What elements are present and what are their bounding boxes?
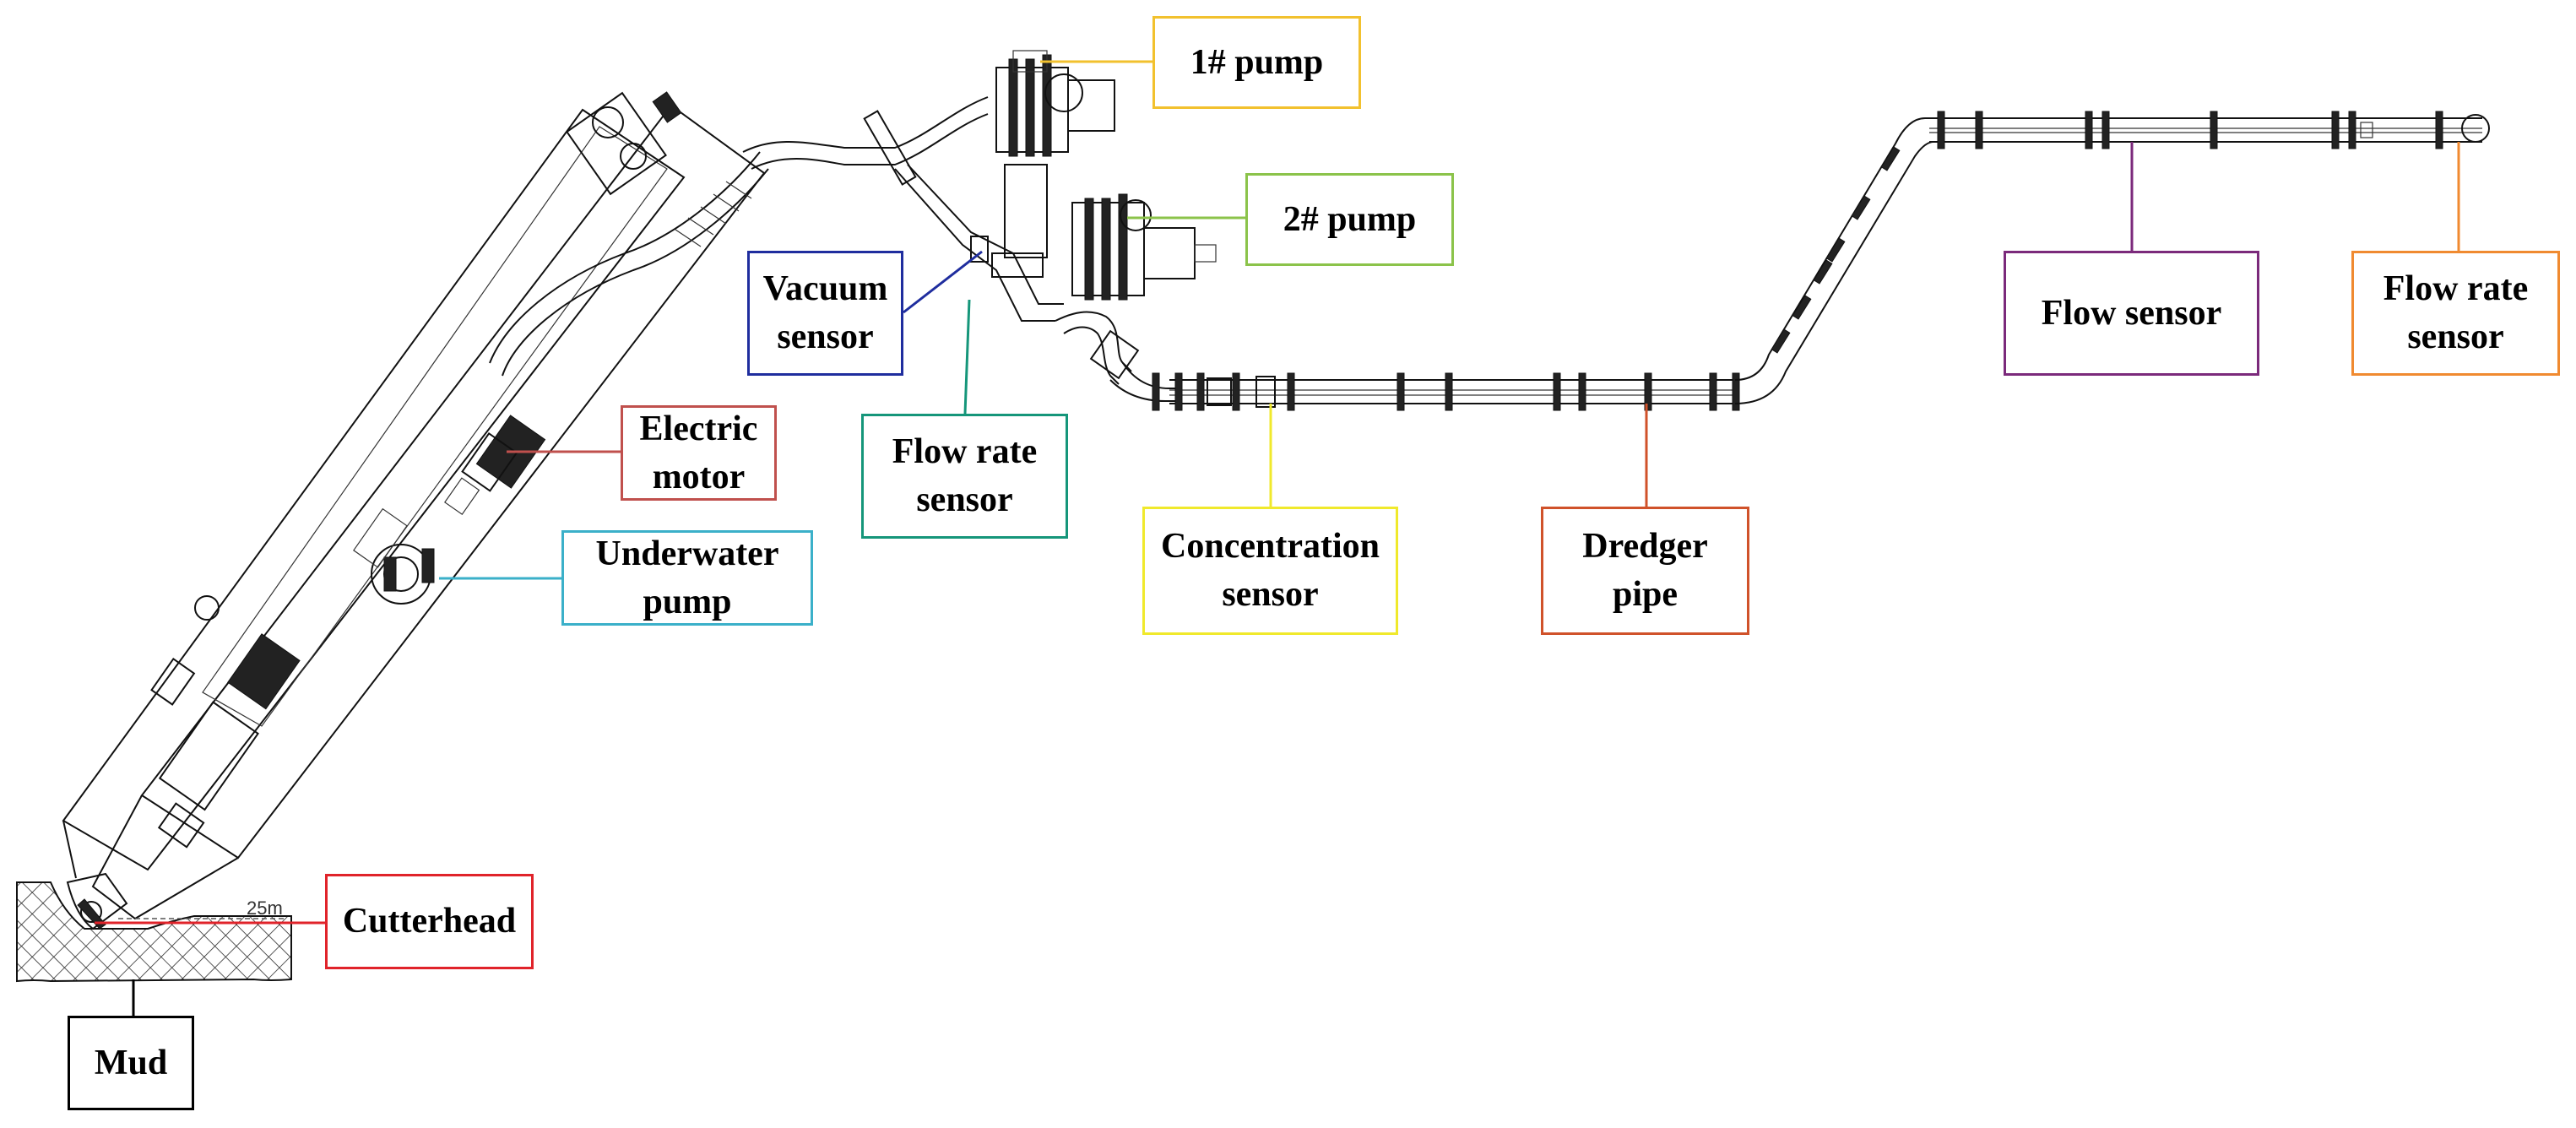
label-line: Underwater	[595, 534, 779, 573]
underwater-pump-label: Underwater pump	[561, 530, 813, 626]
concentration-sensor-label-text: Concentration sensor	[1161, 523, 1380, 619]
pump2-label: 2# pump	[1245, 173, 1454, 266]
gearbox-top	[566, 91, 682, 196]
underwater-pump-drawing	[353, 507, 435, 605]
label-line: Flow rate	[892, 432, 1038, 471]
dredger-pipe-horizontal	[1152, 372, 1740, 411]
label-line: motor	[652, 457, 746, 496]
pump-1-drawing	[995, 50, 1115, 157]
pump2-label-text: 2# pump	[1283, 196, 1417, 244]
label-line: sensor	[916, 480, 1013, 519]
cutterhead-drawing	[66, 872, 128, 930]
label-line: pump	[643, 582, 732, 621]
flow-rate-sensor-1-label: Flow rate sensor	[861, 414, 1068, 539]
label-line: Flow sensor	[2041, 293, 2222, 333]
label-line: 2# pump	[1283, 199, 1417, 239]
label-line: Electric	[639, 409, 758, 448]
label-line: pipe	[1612, 575, 1678, 614]
flow-rate-sensor-2-label-text: Flow rate sensor	[2383, 265, 2528, 361]
pump1-label-text: 1# pump	[1190, 39, 1324, 87]
lower-motor-drawing	[150, 595, 301, 849]
pump-2-drawing	[1071, 193, 1217, 301]
suction-line	[742, 96, 1064, 322]
concentration-sensor-label: Concentration sensor	[1142, 507, 1398, 635]
vacuum-sensor-label: Vacuum sensor	[747, 251, 903, 376]
dredger-pipe-label-text: Dredger pipe	[1582, 523, 1708, 619]
dredger-pipe-top	[1925, 111, 2490, 149]
electric-motor-label-text: Electric motor	[640, 405, 758, 502]
ladder-boom	[62, 104, 766, 920]
vacuum-sensor-leader-line	[903, 250, 983, 314]
label-line: Vacuum	[762, 269, 888, 308]
electric-motor-drawing	[444, 415, 546, 516]
dredger-pipe-rising	[1734, 117, 1934, 404]
mud-label: Mud	[68, 1016, 194, 1110]
bellows-hose	[489, 151, 769, 377]
label-line: Concentration	[1161, 527, 1380, 566]
underwater-pump-label-text: Underwater pump	[596, 530, 779, 626]
depth-label: 25m	[247, 898, 283, 919]
mud-bed	[16, 881, 292, 983]
label-line: Dredger	[1582, 527, 1708, 566]
flow-rate-sensor-2-label: Flow rate sensor	[2351, 251, 2560, 376]
flow-rate-sensor-1-label-text: Flow rate sensor	[892, 428, 1037, 524]
label-line: sensor	[2407, 317, 2504, 356]
discharge-bend	[1055, 311, 1182, 402]
label-line: sensor	[1222, 575, 1319, 614]
cutterhead-label: Cutterhead	[325, 874, 534, 969]
flow-sensor-label-text: Flow sensor	[2042, 290, 2222, 338]
label-line: Mud	[94, 1043, 168, 1082]
electric-motor-label: Electric motor	[621, 405, 777, 501]
mud-label-text: Mud	[95, 1039, 167, 1087]
label-line: Flow rate	[2383, 269, 2529, 308]
label-line: Cutterhead	[342, 902, 517, 941]
label-line: 1# pump	[1190, 42, 1324, 82]
flow-sensor-label: Flow sensor	[2004, 251, 2259, 376]
vacuum-sensor-label-text: Vacuum sensor	[763, 265, 888, 361]
dredger-pipe-label: Dredger pipe	[1541, 507, 1749, 635]
pump1-label: 1# pump	[1152, 16, 1361, 109]
label-line: sensor	[777, 317, 874, 356]
flow-rate-sensor-1-leader-line	[963, 299, 971, 415]
cutterhead-label-text: Cutterhead	[343, 898, 516, 946]
